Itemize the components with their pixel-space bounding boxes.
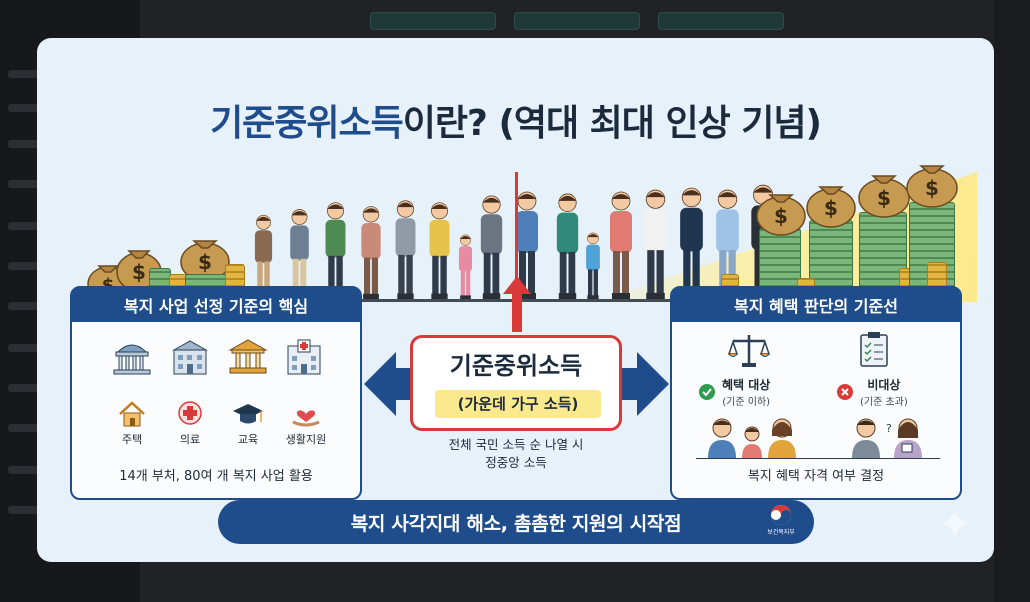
person-figure bbox=[556, 193, 578, 299]
arrow-right-icon bbox=[619, 352, 669, 416]
hospital-building-icon bbox=[172, 340, 208, 375]
scale-icon bbox=[728, 335, 770, 367]
heart-hand-icon bbox=[292, 410, 320, 427]
arrow-up-icon bbox=[503, 276, 531, 332]
income-distribution-scene: $ $ $ $ $ bbox=[37, 128, 994, 308]
arrow-left-icon bbox=[364, 352, 414, 416]
worried-couple-illustration: ? bbox=[852, 418, 922, 458]
clinic-icon bbox=[287, 339, 321, 375]
eligible-sublabel: (기준 이하) bbox=[722, 397, 771, 408]
eligible-row: 혜택 대상 (기준 이하) bbox=[698, 376, 770, 408]
eligible-label: 혜택 대상 bbox=[722, 378, 771, 392]
ineligible-label: 비대상 bbox=[867, 378, 901, 392]
description-line-1: 전체 국민 소득 순 나열 시 bbox=[448, 437, 584, 452]
medical-item: 의료 bbox=[170, 400, 210, 447]
government-logo-text: 보건복지부 bbox=[767, 529, 795, 536]
background-button bbox=[514, 12, 640, 30]
background-right-edge bbox=[994, 0, 1030, 602]
median-line bbox=[515, 172, 518, 308]
housing-item: 주택 bbox=[112, 400, 152, 447]
national-assembly-icon bbox=[113, 344, 151, 375]
graduation-cap-icon bbox=[233, 404, 263, 424]
person-figure bbox=[395, 200, 415, 299]
svg-text:$: $ bbox=[877, 186, 891, 210]
benefit-baseline-heading: 복지 혜택 판단의 기준선 bbox=[672, 288, 960, 322]
svg-text:$: $ bbox=[824, 196, 838, 220]
ineligible-row: 비대상 (기준 초과) bbox=[836, 376, 908, 408]
person-figure bbox=[458, 234, 472, 299]
infographic-card: 기준중위소득이란? (역대 최대 인상 기념) $ $ $ bbox=[37, 38, 994, 562]
taegeuk-logo-icon bbox=[771, 505, 791, 525]
title-rest: 이란? (역대 최대 인상 기념) bbox=[402, 103, 822, 144]
person-figure bbox=[715, 189, 739, 299]
median-income-title: 기준중위소득 bbox=[449, 352, 583, 380]
infographic-title: 기준중위소득이란? (역대 최대 인상 기념) bbox=[37, 94, 994, 146]
money-bag-icon: $ bbox=[180, 240, 230, 282]
benefit-baseline-footer: 복지 혜택 자격 여부 결정 bbox=[747, 469, 885, 484]
money-bag-icon: $ bbox=[756, 194, 806, 236]
person-figure bbox=[643, 189, 667, 299]
cross-circle-icon bbox=[837, 384, 853, 400]
ineligible-sublabel: (기준 초과) bbox=[860, 397, 908, 408]
svg-text:?: ? bbox=[886, 422, 892, 435]
benefit-baseline-panel: 복지 혜택 판단의 기준선 혜택 대상 (기준 이하) bbox=[670, 286, 962, 500]
medical-cross-icon bbox=[178, 401, 202, 425]
bottom-banner: 복지 사각지대 해소, 촘촘한 지원의 시작점 bbox=[218, 500, 814, 544]
median-income-description: 전체 국민 소득 순 나열 시 정중앙 소득 bbox=[410, 436, 622, 472]
house-icon bbox=[119, 401, 145, 427]
happy-family-illustration bbox=[708, 418, 796, 458]
person-figure bbox=[610, 191, 632, 299]
checklist-clipboard-icon bbox=[860, 332, 888, 367]
living-support-label: 생활지원 bbox=[285, 433, 327, 446]
svg-text:$: $ bbox=[774, 204, 788, 228]
sparkle-icon bbox=[940, 508, 970, 538]
person-figure bbox=[429, 202, 449, 299]
welfare-criteria-heading: 복지 사업 선정 기준의 핵심 bbox=[72, 288, 360, 322]
person-figure bbox=[679, 187, 703, 299]
money-bag-icon: $ bbox=[806, 186, 856, 228]
person-figure bbox=[586, 232, 600, 299]
person-figure bbox=[516, 191, 538, 299]
person-figure bbox=[325, 202, 345, 299]
divider-line bbox=[696, 458, 940, 459]
title-highlight: 기준중위소득 bbox=[210, 103, 404, 144]
svg-text:$: $ bbox=[925, 176, 939, 200]
education-label: 교육 bbox=[237, 433, 259, 446]
background-button bbox=[658, 12, 784, 30]
medical-label: 의료 bbox=[179, 433, 201, 446]
education-item: 교육 bbox=[228, 400, 268, 447]
description-line-2: 정중앙 소득 bbox=[485, 455, 547, 470]
median-income-box: 기준중위소득 (가운데 가구 소득) bbox=[410, 335, 622, 431]
background-button bbox=[370, 12, 496, 30]
money-bag-icon: $ bbox=[858, 175, 910, 218]
welfare-criteria-panel: 복지 사업 선정 기준의 핵심 bbox=[70, 286, 362, 500]
median-income-subtitle: (가운데 가구 소득) bbox=[435, 390, 601, 418]
person-figure bbox=[480, 195, 502, 299]
svg-text:$: $ bbox=[132, 260, 146, 284]
check-circle-icon bbox=[699, 384, 715, 400]
svg-text:$: $ bbox=[198, 250, 212, 274]
welfare-criteria-footer: 14개 부처, 80여 개 복지 사업 활용 bbox=[119, 469, 313, 484]
person-figure bbox=[361, 206, 381, 299]
money-bag-icon: $ bbox=[906, 165, 958, 208]
living-support-item: 생활지원 bbox=[278, 400, 334, 447]
government-logo: 보건복지부 bbox=[753, 504, 809, 540]
person-figure bbox=[254, 215, 272, 299]
housing-label: 주택 bbox=[121, 433, 143, 446]
government-hall-icon bbox=[228, 339, 268, 374]
